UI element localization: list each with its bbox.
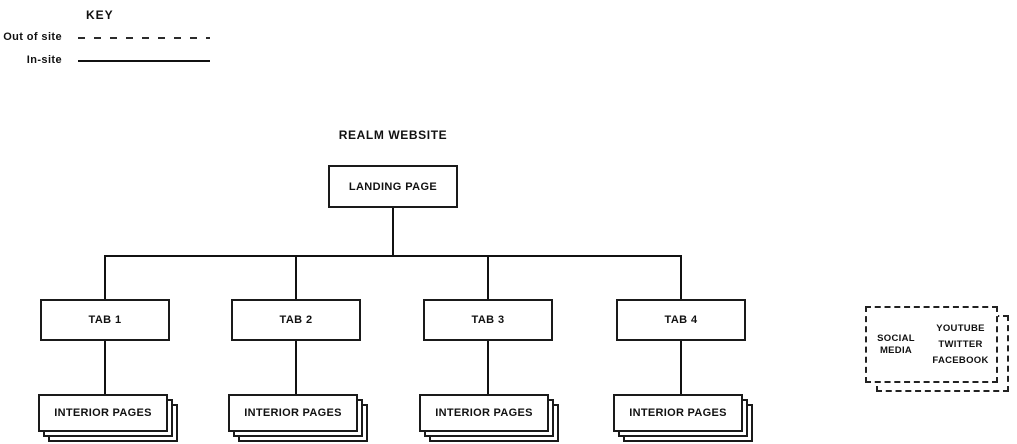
- stack-sheet-front: INTERIOR PAGES: [613, 394, 743, 432]
- stack-sheet-front: INTERIOR PAGES: [419, 394, 549, 432]
- social-media-label: SOCIAL MEDIA: [867, 333, 925, 357]
- connector-tab2-interior: [295, 341, 297, 394]
- legend-solid-line-sample: [78, 60, 210, 62]
- node-tab-3: TAB 3: [423, 299, 553, 341]
- social-platform-youtube: YOUTUBE: [936, 323, 985, 334]
- stack-sheet-front: INTERIOR PAGES: [228, 394, 358, 432]
- connector-landing-down: [392, 208, 394, 255]
- social-platform-twitter: TWITTER: [938, 339, 983, 350]
- node-interior-pages-4: INTERIOR PAGES: [613, 394, 754, 443]
- node-tab-2: TAB 2: [231, 299, 361, 341]
- connector-tab3-interior: [487, 341, 489, 394]
- legend-dashed-line-sample: [78, 37, 210, 39]
- legend-label-in-site: In-site: [26, 54, 62, 66]
- key-title: KEY: [86, 8, 114, 22]
- connector-tab1-interior: [104, 341, 106, 394]
- legend-label-out-of-site: Out of site: [3, 31, 62, 43]
- social-platform-facebook: FACEBOOK: [932, 355, 989, 366]
- connector-drop-tab-2: [295, 255, 297, 299]
- node-tab-4: TAB 4: [616, 299, 746, 341]
- node-interior-pages-2: INTERIOR PAGES: [228, 394, 369, 443]
- stack-sheet-front: INTERIOR PAGES: [38, 394, 168, 432]
- node-social-media-group: SOCIAL MEDIA YOUTUBE TWITTER FACEBOOK: [865, 306, 1010, 393]
- connector-drop-tab-1: [104, 255, 106, 299]
- node-landing-page: LANDING PAGE: [328, 165, 458, 208]
- node-interior-pages-3: INTERIOR PAGES: [419, 394, 560, 443]
- social-media-label-line2: MEDIA: [879, 344, 913, 356]
- social-media-label-line1: SOCIAL: [877, 332, 915, 344]
- connector-drop-tab-3: [487, 255, 489, 299]
- diagram-title: REALM WEBSITE: [338, 128, 448, 142]
- connector-horizontal-bus: [104, 255, 682, 257]
- connector-drop-tab-4: [680, 255, 682, 299]
- node-interior-pages-1: INTERIOR PAGES: [38, 394, 179, 443]
- node-tab-1: TAB 1: [40, 299, 170, 341]
- connector-tab4-interior: [680, 341, 682, 394]
- social-platform-list: YOUTUBE TWITTER FACEBOOK: [925, 323, 996, 366]
- social-stack-sheet-front: SOCIAL MEDIA YOUTUBE TWITTER FACEBOOK: [865, 306, 998, 383]
